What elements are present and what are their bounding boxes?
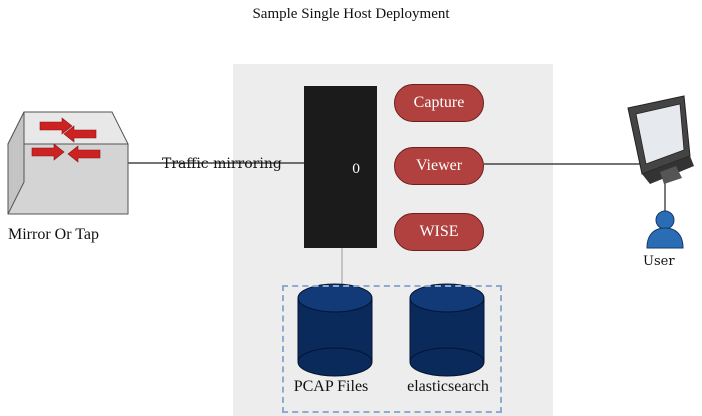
elasticsearch-label: elasticsearch	[407, 378, 489, 395]
user-label: User	[643, 254, 675, 269]
mirror-or-tap-label: Mirror Or Tap	[8, 226, 100, 243]
server-power-indicator: 0	[352, 162, 361, 177]
pcap-database-icon	[297, 283, 373, 377]
traffic-mirroring-label: Traffic mirroring	[162, 156, 282, 172]
storage-group	[282, 285, 502, 413]
monitor-icon	[627, 95, 694, 184]
switch-icon	[7, 111, 129, 215]
capture-component: Capture	[394, 84, 484, 122]
wise-component: WISE	[394, 213, 484, 251]
user-icon	[646, 210, 684, 249]
diagram-title: Sample Single Host Deployment	[252, 6, 450, 22]
pcap-files-label: PCAP Files	[293, 378, 369, 395]
elasticsearch-database-icon	[409, 283, 485, 377]
viewer-component: Viewer	[394, 147, 484, 185]
host-panel	[233, 64, 553, 416]
capture-host-server	[304, 86, 377, 248]
